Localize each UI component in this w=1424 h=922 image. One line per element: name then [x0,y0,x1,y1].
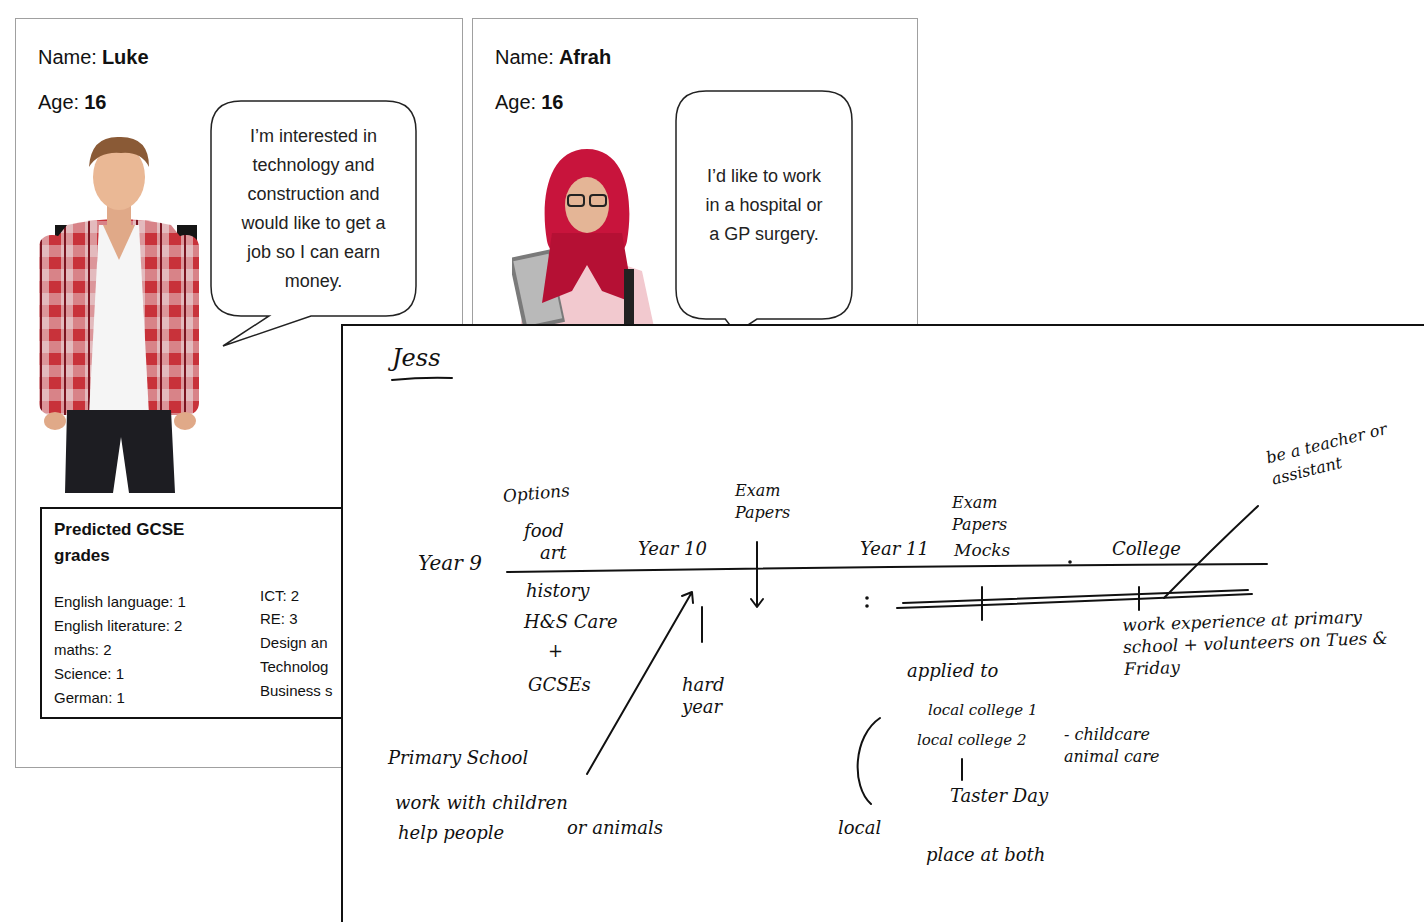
title-underline [392,378,452,380]
shirt-sleeve [173,235,199,415]
handwritten-note: - childcare animal care [1064,724,1204,768]
age-line: Age:16 [495,91,563,114]
handwritten-note: + [548,640,563,662]
handwritten-note: hard year [682,674,744,718]
grade-entry: Technolog [260,658,328,675]
tick [1138,587,1140,610]
handwritten-note: Exam Papers [952,492,1010,536]
handwritten-note: local college 1 [928,699,1037,721]
handwritten-note: art [540,542,567,564]
handwritten-sheet: JessOptions foodart Exam Papers be a teache… [341,324,1424,922]
bubble-shape [676,91,852,333]
tick [701,607,703,642]
handwritten-note: College [1112,538,1181,560]
speech-bubble: I’m interested in technology and constru… [211,101,416,316]
handwritten-note: local college 2 [917,729,1026,751]
handwritten-note: work experience at primary school + volu… [1122,604,1414,680]
grade-entry: German: 1 [54,689,125,706]
handwritten-note: or animals [567,817,663,839]
handwritten-note: Year 11 [860,538,929,560]
glasses [568,195,584,206]
hijab-drape [542,233,634,303]
speech-bubble: I’d like to work in a hospital or a GP s… [676,91,852,319]
name-line: Name:Luke [38,46,149,69]
tick [981,587,983,620]
handwritten-note: be a teacher or assistant [1264,415,1406,490]
handwritten-note: applied to [907,660,998,682]
dot [865,596,869,600]
white-tshirt [89,225,149,415]
person-name: Afrah [559,46,611,68]
v-neck [103,225,135,260]
grade-entry: ICT: 2 [260,587,299,604]
grade-entry: RE: 3 [260,610,298,627]
name-line: Name:Afrah [495,46,611,69]
handwritten-note: place at both [926,844,1045,866]
connector-stroke [961,759,963,780]
person-name: Luke [102,46,149,68]
handwritten-note: H&S Care [524,611,618,633]
handwritten-note: Taster Day [950,785,1048,807]
handwritten-note: Options [502,479,571,507]
handwritten-note: Year 10 [638,538,707,560]
field-label: Age: [38,91,79,113]
handwritten-note: work with children [395,792,568,814]
sheet-title: Jess [392,344,440,372]
handwritten-note: history [526,580,589,602]
grade-entry: Business s [260,682,333,699]
boy-photo [37,125,217,497]
age-value: 16 [541,91,563,113]
checked-shirt [51,219,187,415]
exam-tick [751,542,763,607]
grades-heading: Predicted GCSE grades [54,517,234,569]
shirt-sleeve [39,235,65,415]
grade-entry: Design an [260,634,328,651]
handwritten-note: local [838,817,881,839]
handwritten-note: Year 9 [418,552,482,574]
grade-entry: English language: 1 [54,593,186,610]
speech-text: I’m interested in technology and constru… [229,122,398,296]
grade-entry: maths: 2 [54,641,112,658]
age-line: Age:16 [38,91,106,114]
field-label: Age: [495,91,536,113]
field-label: Name: [495,46,554,68]
jeans [65,410,175,493]
dot [865,604,869,608]
handwritten-note: Mocks [954,539,1010,561]
grade-entry: English literature: 2 [54,617,182,634]
bubble-shape [211,101,416,346]
handwritten-note: food [524,520,564,542]
speech-text: I’d like to work in a hospital or a GP s… [700,162,828,249]
handwritten-note: help people [398,822,504,844]
age-value: 16 [84,91,106,113]
timeline-line [507,564,1267,572]
girl-photo [512,141,662,327]
grade-entry: Science: 1 [54,665,124,682]
face [565,177,609,233]
dot [1068,560,1072,564]
bag-strap [624,269,634,327]
illustration-part [392,378,1267,804]
hand [174,412,196,430]
handwritten-note: Primary School [388,747,528,769]
bracket [858,718,880,804]
hand [44,412,66,430]
glasses [590,195,606,206]
handwritten-note: Exam Papers [735,480,805,524]
handwritten-note: GCSEs [528,674,591,696]
timeline-line [903,590,1248,603]
field-label: Name: [38,46,97,68]
hair [89,137,149,167]
